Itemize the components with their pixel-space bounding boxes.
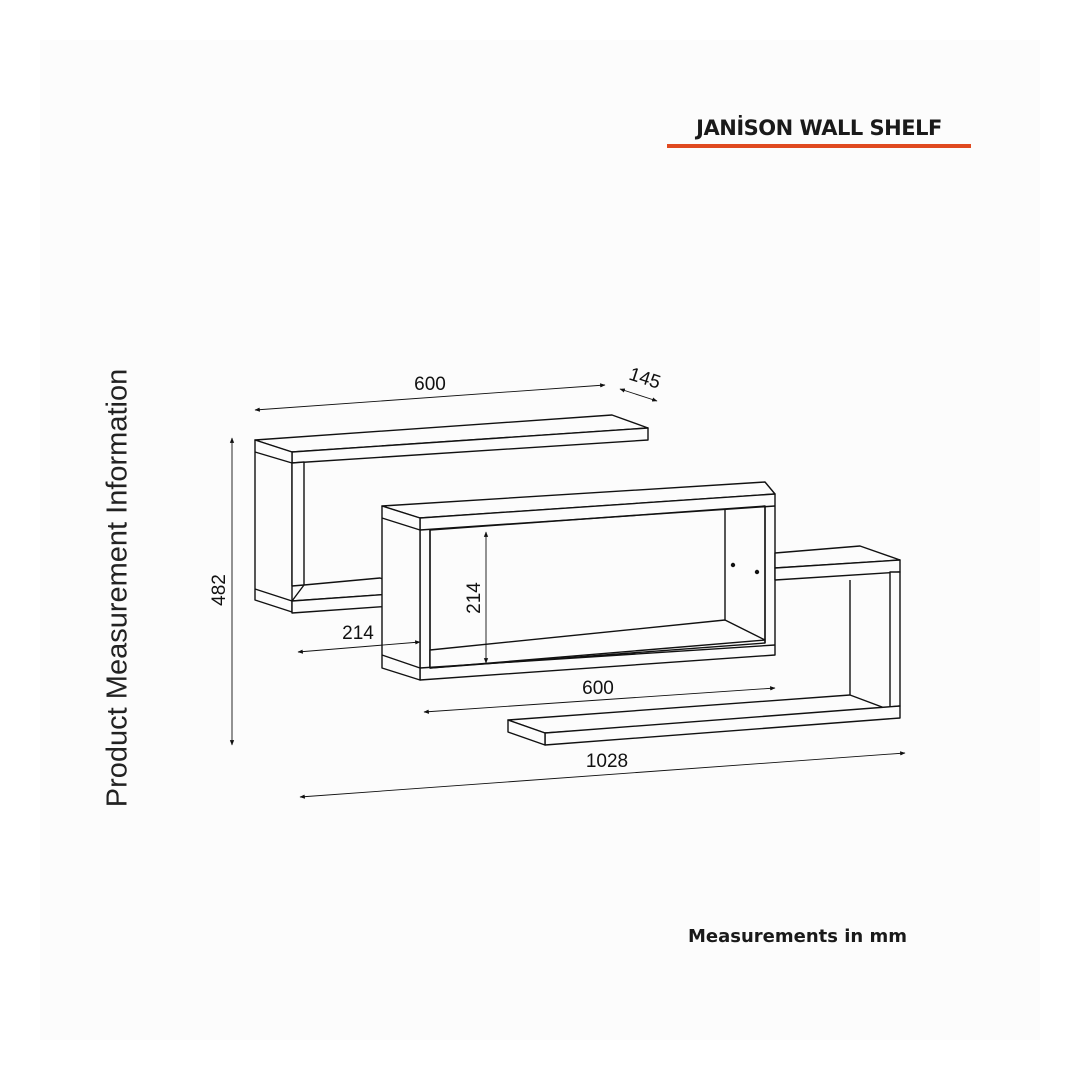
product-title: JANİSON WALL SHELF: [696, 116, 942, 140]
dim-top-width: 600: [414, 374, 446, 395]
dim-depth: 145: [626, 364, 663, 394]
dim-left-offset: 214: [342, 623, 374, 644]
dim-arrow-bottom-width: [423, 686, 776, 714]
dim-total-width: 1028: [586, 751, 628, 772]
title-underline: [667, 144, 971, 148]
dim-bottom-width: 600: [582, 678, 614, 699]
dim-box-height: 214: [464, 582, 485, 614]
dim-arrow-depth: [619, 388, 658, 402]
lower-shelf-piece: [507, 545, 901, 746]
upper-shelf-piece: [254, 414, 649, 614]
dim-arrow-total-width: [299, 751, 906, 799]
dim-arrow-top-width: [254, 383, 606, 412]
dim-total-height: 482: [209, 574, 230, 606]
units-note: Measurements in mm: [688, 926, 908, 947]
dim-arrow-left-offset: [297, 640, 421, 654]
middle-box-piece: [381, 481, 776, 681]
